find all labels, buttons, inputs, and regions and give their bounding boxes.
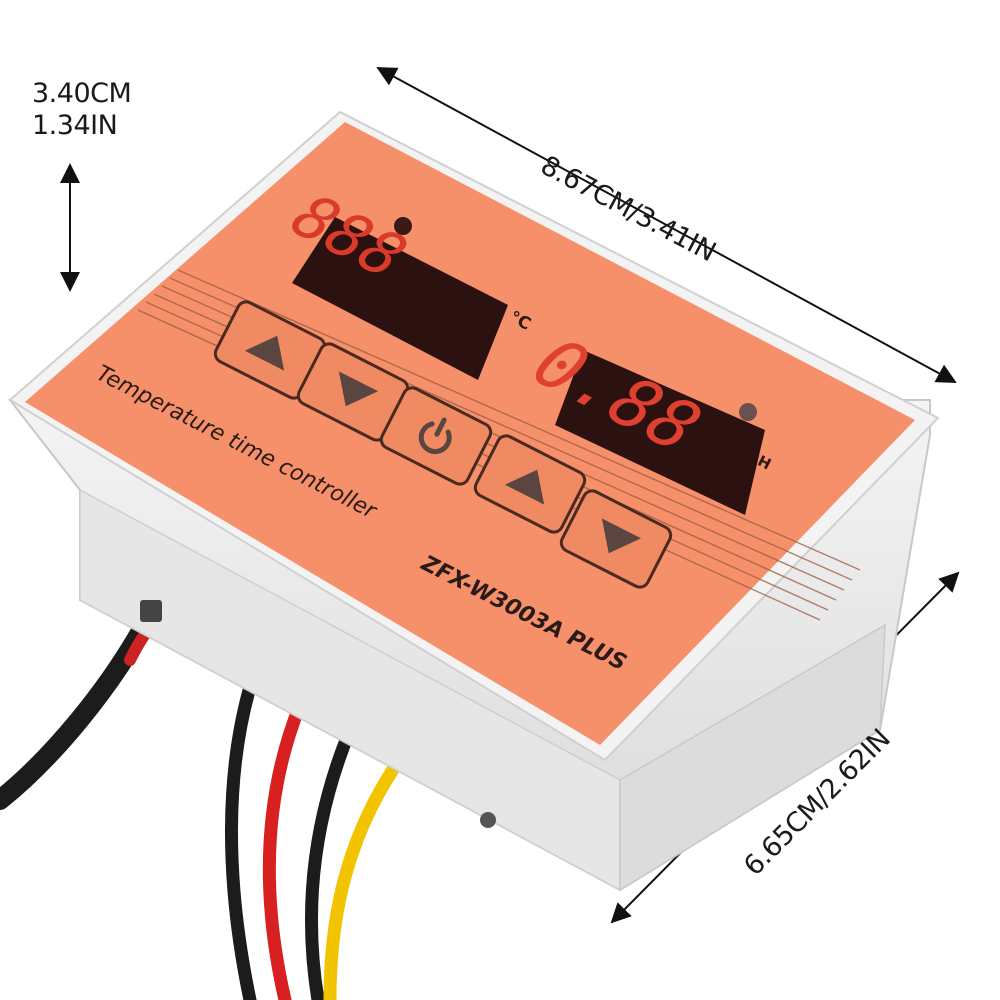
controller-case [7,110,940,892]
time-indicator-led [739,403,757,421]
button-up-left[interactable] [212,299,328,401]
wires [0,605,405,1000]
button-down-right[interactable] [558,488,674,590]
button-up-right[interactable] [472,433,588,535]
wire-yellow [323,755,405,1000]
triangle-down-icon [601,518,642,554]
height-in-label: 1.34IN [32,110,118,141]
wire-black-1 [225,673,259,1000]
triangle-up-icon [504,469,545,505]
width-arrow [376,67,957,383]
power-icon [418,417,452,455]
triangle-down-icon [338,371,379,407]
time-display-window [555,350,765,515]
temperature-display-window [292,217,508,380]
triangle-up-icon [244,335,285,371]
power-button[interactable] [378,385,494,487]
temp-indicator-led [394,217,412,235]
wire-red [262,698,307,1000]
screw-hole [480,812,496,828]
wire-black-2 [305,728,355,1000]
button-down-left[interactable] [295,341,411,443]
sensor-cable [0,605,160,810]
height-cm-label: 3.40CM [32,78,132,109]
